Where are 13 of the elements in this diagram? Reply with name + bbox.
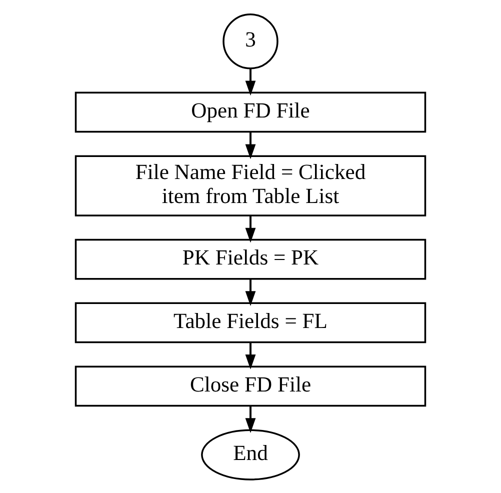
arrow bbox=[245, 405, 256, 433]
arrow bbox=[245, 278, 256, 306]
node-box: File Name Field = Clicked item from Table List bbox=[74, 154, 426, 216]
node-box: Open FD File bbox=[74, 91, 426, 132]
node-box: PK Fields = PK bbox=[74, 238, 426, 280]
arrow bbox=[245, 131, 256, 159]
arrow bbox=[245, 215, 256, 242]
arrow bbox=[245, 68, 256, 96]
node-circle: 3 bbox=[222, 13, 278, 69]
node-box: Close FD File bbox=[74, 365, 426, 406]
node-box: Table Fields = FL bbox=[74, 302, 426, 343]
arrow bbox=[245, 342, 256, 369]
node-ellipse: End bbox=[201, 428, 300, 480]
